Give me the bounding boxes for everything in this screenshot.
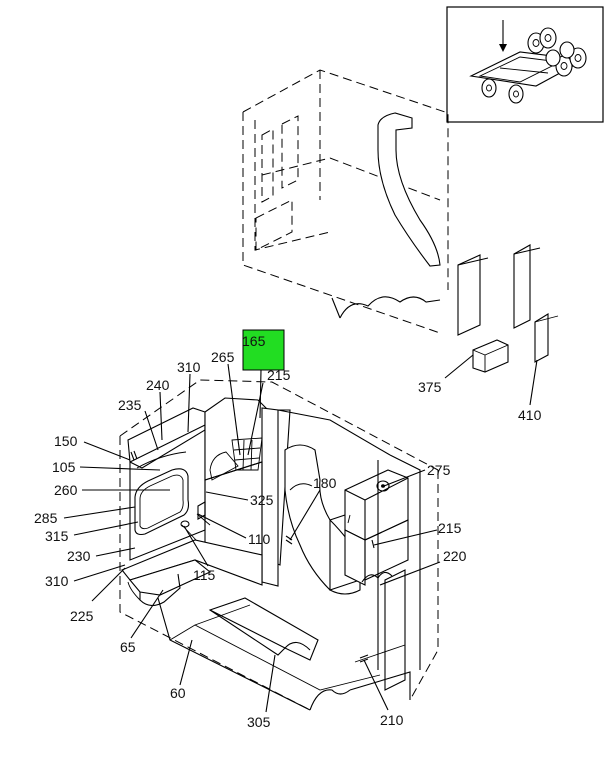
callout-375: 375 — [418, 379, 442, 395]
callout-225: 225 — [70, 608, 94, 624]
callout-115: 115 — [193, 567, 216, 583]
callout-310-upper: 310 — [177, 359, 201, 375]
callout-285: 285 — [34, 510, 58, 526]
part-375-410-panels — [457, 244, 559, 373]
callout-230: 230 — [67, 548, 91, 564]
callout-105: 105 — [52, 459, 76, 475]
callout-215-upper: 215 — [267, 367, 291, 383]
callout-150: 150 — [54, 433, 78, 449]
callout-65: 65 — [120, 639, 136, 655]
callout-235: 235 — [118, 397, 142, 413]
callout-265: 265 — [211, 349, 235, 365]
callout-260: 260 — [54, 482, 78, 498]
lower-cab-interior — [119, 379, 439, 711]
callout-110: 110 — [248, 531, 271, 547]
callout-310-lower: 310 — [45, 573, 69, 589]
callout-215-lower: 215 — [438, 520, 462, 536]
callout-410: 410 — [518, 407, 542, 423]
locator-inset — [446, 6, 604, 123]
callout-165-highlight — [242, 329, 285, 371]
callout-180: 180 — [313, 475, 337, 491]
callout-240: 240 — [146, 377, 170, 393]
truck-chassis-icon — [469, 20, 587, 104]
callout-210: 210 — [380, 712, 404, 728]
callouts: 165 265 215 310 240 235 150 105 260 285 … — [34, 329, 542, 730]
callout-220: 220 — [443, 548, 467, 564]
leader-lines — [63, 354, 538, 713]
callout-275: 275 — [427, 462, 451, 478]
callout-165: 165 — [242, 333, 266, 349]
upper-cab-outline — [242, 69, 449, 334]
callout-325: 325 — [250, 492, 274, 508]
callout-305: 305 — [247, 714, 271, 730]
callout-315: 315 — [45, 528, 69, 544]
callout-60: 60 — [170, 685, 186, 701]
